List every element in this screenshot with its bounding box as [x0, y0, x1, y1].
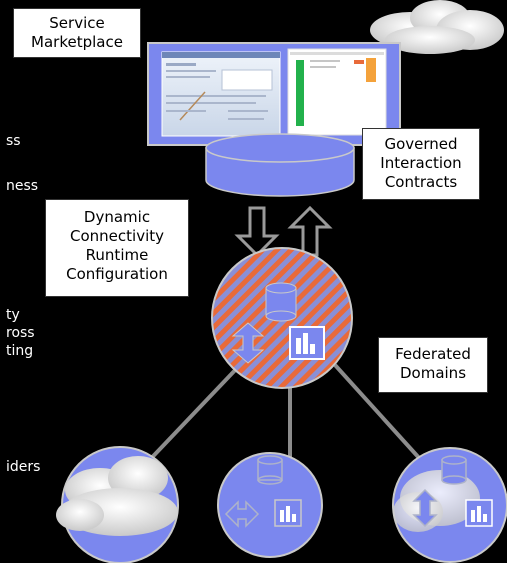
down-arrow-icon — [234, 206, 280, 258]
bar-chart-icon — [274, 499, 302, 527]
domain-circle — [217, 452, 323, 558]
label-line: Interaction — [380, 154, 462, 172]
database-icon — [441, 455, 467, 485]
cutoff-text-fragment: ss — [6, 133, 21, 149]
label-service-marketplace: Service Marketplace — [13, 8, 141, 58]
label-line: Contracts — [384, 173, 458, 191]
cutoff-text-fragment: ross — [6, 325, 35, 341]
bar-chart-icon — [289, 326, 325, 360]
label-governed-interaction-contracts: Governed Interaction Contracts — [362, 128, 480, 200]
up-down-arrow-icon — [224, 500, 260, 528]
repository-database-icon — [205, 133, 355, 197]
label-line: Connectivity — [70, 227, 164, 245]
label-line: Governed — [384, 135, 458, 153]
screen-thumbnail — [161, 51, 281, 137]
domain-connector-lines — [138, 363, 432, 472]
label-line: Service — [49, 14, 105, 32]
up-down-arrow-icon — [231, 322, 265, 364]
domain-circle-cloud — [56, 446, 179, 563]
cutoff-text-fragment: ty — [6, 307, 20, 323]
up-arrow-icon — [287, 205, 333, 257]
label-federated-domains: Federated Domains — [378, 337, 488, 393]
database-icon — [265, 282, 297, 322]
central-hub-circle — [211, 247, 353, 389]
label-dynamic-connectivity: Dynamic Connectivity Runtime Configurati… — [45, 199, 189, 297]
bar-chart-icon — [465, 499, 493, 527]
cutoff-text-fragment: ting — [6, 343, 34, 359]
label-line: Dynamic — [83, 208, 151, 226]
label-line: Runtime — [85, 246, 149, 264]
up-down-arrow-icon — [412, 488, 438, 528]
cloud-icon — [370, 0, 504, 54]
label-line: Configuration — [66, 265, 168, 283]
label-line: Domains — [399, 364, 467, 382]
label-line: Marketplace — [31, 33, 123, 51]
database-icon — [257, 455, 283, 485]
domain-circle-mixed — [392, 447, 507, 563]
screen-thumbnail — [287, 48, 387, 136]
cloud-icon — [56, 456, 178, 536]
cutoff-text-fragment: ness — [6, 178, 39, 194]
label-line: Federated — [395, 345, 471, 363]
cutoff-text-fragment: iders — [6, 459, 41, 475]
